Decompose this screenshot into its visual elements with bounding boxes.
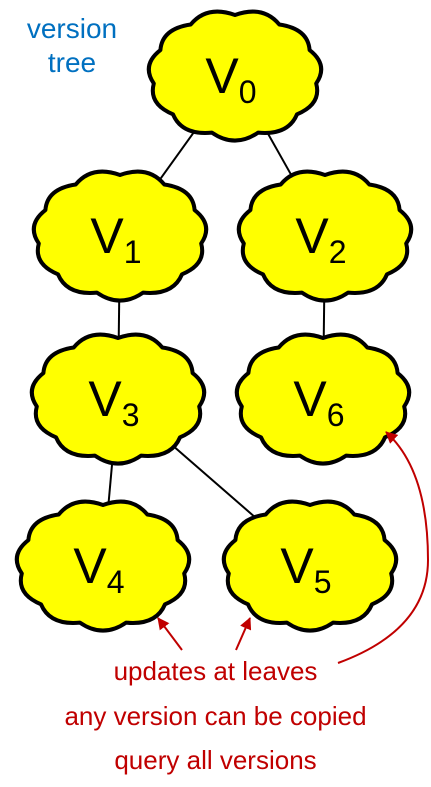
annotation-arrow-to-v6 xyxy=(337,431,430,664)
title-line-1: version xyxy=(26,13,118,44)
annotation-arrow-to-v4 xyxy=(157,617,183,651)
node-v5-label: V5 xyxy=(280,538,331,600)
annotation-arrows xyxy=(157,431,430,664)
node-v3: V3 xyxy=(29,332,207,466)
node-v1-cloud xyxy=(31,169,209,303)
node-v0-cloud xyxy=(146,9,324,143)
node-v0-label: V0 xyxy=(205,48,256,110)
note-query-all-versions: query all versions xyxy=(114,745,317,775)
node-v2-label: V2 xyxy=(295,208,346,270)
node-v4-label: V4 xyxy=(73,538,124,600)
note-updates-at-leaves: updates at leaves xyxy=(113,656,318,686)
node-v3-cloud xyxy=(29,332,207,466)
node-v2-cloud xyxy=(236,169,414,303)
node-v0: V0 xyxy=(146,9,324,143)
node-v6-cloud xyxy=(234,332,412,466)
node-v5-cloud xyxy=(221,499,399,633)
annotation-arrow-to-v5 xyxy=(235,617,252,651)
node-v6: V6 xyxy=(234,332,412,466)
node-v4: V4 xyxy=(14,499,192,633)
node-v6-label: V6 xyxy=(293,371,344,433)
node-v3-label: V3 xyxy=(88,371,139,433)
node-v1-label: V1 xyxy=(90,208,141,270)
title-line-2: tree xyxy=(47,47,97,78)
node-v5: V5 xyxy=(221,499,399,633)
node-v1: V1 xyxy=(31,169,209,303)
node-v2: V2 xyxy=(236,169,414,303)
node-v4-cloud xyxy=(14,499,192,633)
note-any-version-copied: any version can be copied xyxy=(64,701,367,731)
